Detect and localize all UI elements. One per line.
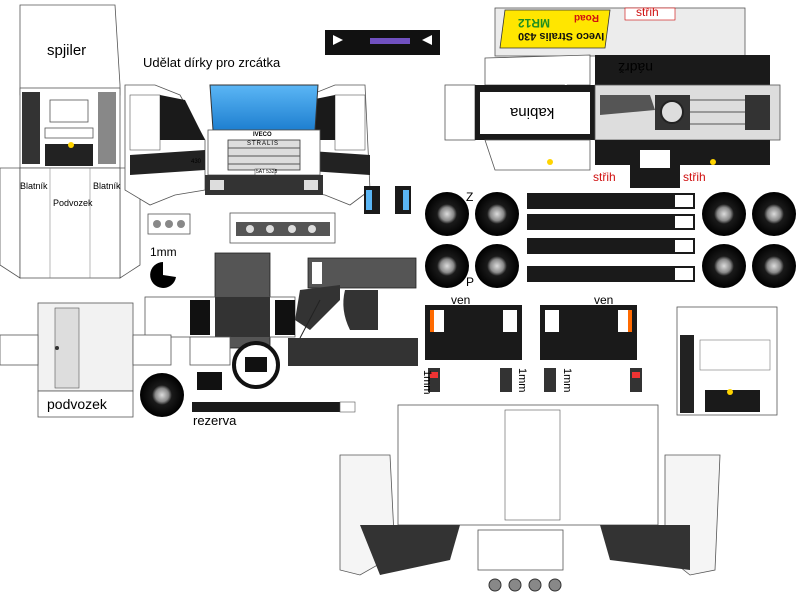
p-label: P bbox=[466, 275, 475, 289]
spare-wheel-icon bbox=[140, 373, 184, 417]
tire-strips bbox=[527, 193, 695, 282]
grille-brand: IVECO bbox=[253, 132, 272, 138]
mudguard-parts bbox=[288, 257, 418, 366]
plate-line2: MR12 bbox=[518, 16, 551, 30]
wheel-icon bbox=[475, 244, 519, 288]
fender-left-label: Blatník bbox=[20, 181, 48, 191]
wheel-icon bbox=[702, 244, 746, 288]
cut-top-label: střih bbox=[636, 5, 659, 19]
cut-right-label: střih bbox=[683, 170, 706, 184]
wheel-icon bbox=[425, 192, 469, 236]
chassis-part bbox=[0, 302, 172, 418]
wheel-icon bbox=[702, 192, 746, 236]
out-right-label: ven bbox=[594, 293, 614, 307]
out-left-label: ven bbox=[451, 293, 471, 307]
spoiler-label: spjiler bbox=[47, 42, 87, 59]
bumper-parts bbox=[147, 186, 411, 244]
plate-line1: Iveco Stralis 430 bbox=[518, 30, 605, 42]
wheel-icon bbox=[752, 244, 796, 288]
cab-rear-part bbox=[676, 306, 778, 416]
grille-reg: 5AT 5325 bbox=[256, 169, 278, 175]
spoiler-part bbox=[0, 4, 141, 279]
body-part bbox=[339, 404, 721, 592]
wheel-icon bbox=[475, 192, 519, 236]
cut-left-label: střih bbox=[593, 170, 616, 184]
roof-light-bar bbox=[325, 30, 440, 55]
engine-box-part bbox=[144, 252, 296, 366]
cabin-chassis-part bbox=[444, 7, 781, 188]
chassis-small-label: Podvozek bbox=[53, 198, 93, 208]
small-parts bbox=[150, 262, 356, 413]
wheels-group bbox=[140, 192, 796, 417]
z-label: Z bbox=[466, 190, 474, 204]
mm-c-label: 1mm bbox=[561, 368, 573, 393]
fender-right-label: Blatník bbox=[93, 181, 121, 191]
tank-parts bbox=[425, 305, 642, 392]
mm-top-label: 1mm bbox=[150, 245, 177, 259]
cabin-label: kabina bbox=[510, 104, 555, 121]
plate-road: Road bbox=[574, 12, 599, 23]
cab-front-part bbox=[124, 84, 371, 206]
chassis-label: podvozek bbox=[47, 396, 107, 412]
grille-power: 430 bbox=[191, 159, 202, 165]
mm-a-label: 1mm bbox=[421, 370, 433, 395]
grille-model: STRALIS bbox=[247, 141, 280, 147]
tank-label: nádrž bbox=[618, 60, 654, 76]
mm-b-label: 1mm bbox=[516, 368, 528, 393]
mirror-holes-label: Udělat dírky pro zrcátka bbox=[143, 55, 281, 70]
wheel-icon bbox=[752, 192, 796, 236]
name-plate bbox=[499, 9, 611, 49]
wheel-icon bbox=[425, 244, 469, 288]
spare-label: rezerva bbox=[193, 413, 237, 428]
